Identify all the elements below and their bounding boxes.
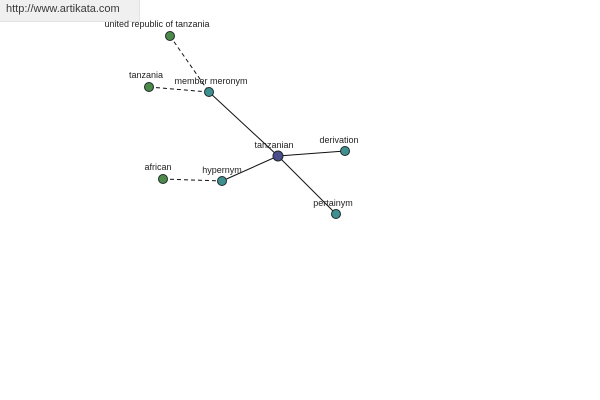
center-node-tanzanian[interactable]: tanzanian	[254, 140, 294, 162]
relation-label-member-meronym: member meronym	[174, 76, 247, 86]
edge-member-meronym-united-republic	[169, 35, 210, 93]
center-node-circle[interactable]	[272, 150, 284, 162]
relation-label-pertainym: pertainym	[313, 198, 353, 208]
word-node-circle[interactable]	[144, 82, 154, 92]
word-node-circle[interactable]	[165, 31, 175, 41]
word-node-circle[interactable]	[158, 174, 168, 184]
word-node-united-republic-of-tanzania[interactable]: united republic of tanzania	[104, 19, 210, 41]
relation-node-circle[interactable]	[217, 176, 227, 186]
relation-node-member-meronym[interactable]: member meronym	[174, 76, 248, 97]
edge-hypernym-african	[162, 178, 223, 182]
relation-node-hypernym[interactable]: hypernym	[202, 165, 242, 186]
word-label-tanzania: tanzania	[129, 70, 163, 80]
word-node-african[interactable]: african	[144, 162, 172, 184]
edge-center-derivation	[277, 150, 346, 157]
edge-center-hypernym	[221, 155, 279, 182]
center-label-tanzanian: tanzanian	[254, 140, 293, 150]
edge-center-pertainym	[277, 155, 337, 215]
relation-label-derivation: derivation	[319, 135, 358, 145]
word-label-united-republic-of-tanzania: united republic of tanzania	[104, 19, 209, 29]
relation-node-circle[interactable]	[340, 146, 350, 156]
word-label-african: african	[144, 162, 171, 172]
source-url-link[interactable]: http://www.artikata.com	[0, 0, 140, 22]
word-node-tanzania[interactable]: tanzania	[129, 70, 163, 92]
edge-member-meronym-tanzania	[148, 86, 210, 93]
relation-node-pertainym[interactable]: pertainym	[313, 198, 353, 219]
relation-node-circle[interactable]	[331, 209, 341, 219]
edge-center-member-meronym	[208, 91, 279, 157]
relation-label-hypernym: hypernym	[202, 165, 242, 175]
relation-node-derivation[interactable]: derivation	[319, 135, 359, 156]
relation-node-circle[interactable]	[204, 87, 214, 97]
